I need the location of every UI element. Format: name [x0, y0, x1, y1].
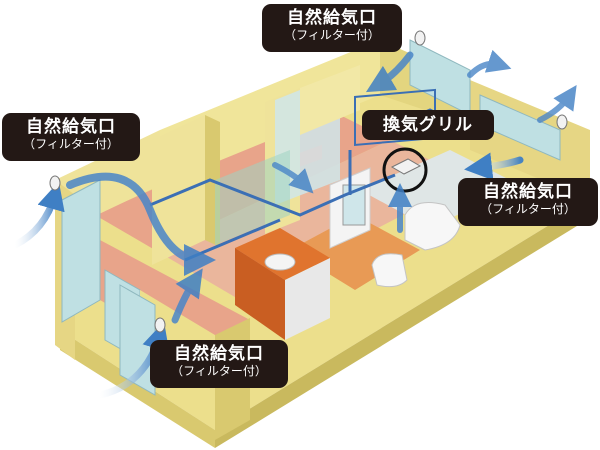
callout-top-subtitle: （フィルター付） [284, 28, 380, 42]
kitchen-sink [264, 253, 296, 271]
kitchen-counter-side [285, 258, 330, 340]
airflow-left-top [11, 181, 65, 249]
ventilation-grille-label: 換気グリル [362, 110, 494, 140]
callout-right-title: 自然給気口 [483, 182, 573, 202]
partition-wall-1 [152, 115, 205, 265]
callout-left-subtitle: （フィルター付） [23, 137, 119, 151]
partition-wall-3 [300, 65, 360, 135]
supply-vent-left [49, 175, 61, 191]
callout-top: 自然給気口 （フィルター付） [262, 4, 402, 52]
supply-vent-right [556, 114, 568, 130]
washbasin [371, 253, 408, 288]
callout-right-subtitle: （フィルター付） [480, 202, 576, 216]
airflow-front-up [171, 268, 203, 324]
airflow-left-sweep [66, 172, 216, 276]
supply-vent-top [414, 30, 426, 46]
callout-bottom-title: 自然給気口 [174, 344, 264, 364]
kitchen-counter-front [235, 248, 285, 340]
left-window [61, 179, 101, 323]
airflow-top [365, 51, 414, 93]
bathtub [404, 202, 461, 251]
hall-floor [100, 240, 250, 360]
floor-slab-right-edge [215, 200, 590, 448]
callout-top-title: 自然給気口 [287, 8, 377, 28]
kitchen-stove [300, 144, 322, 167]
airflow-right [464, 152, 524, 181]
callout-bottom: 自然給気口 （フィルター付） [150, 340, 288, 388]
floor-slab-front-edge [60, 330, 215, 448]
supply-vent-front [154, 317, 166, 333]
callout-bottom-subtitle: （フィルター付） [171, 364, 267, 378]
airflow-right-out [537, 85, 577, 123]
airflow-center [272, 162, 314, 194]
kitchen-floor [290, 215, 420, 290]
callout-left-title: 自然給気口 [26, 117, 116, 137]
callout-left: 自然給気口 （フィルター付） [2, 113, 140, 161]
grille-unit [390, 158, 422, 175]
airflow-top-out [467, 49, 512, 78]
callout-right: 自然給気口 （フィルター付） [458, 178, 598, 226]
